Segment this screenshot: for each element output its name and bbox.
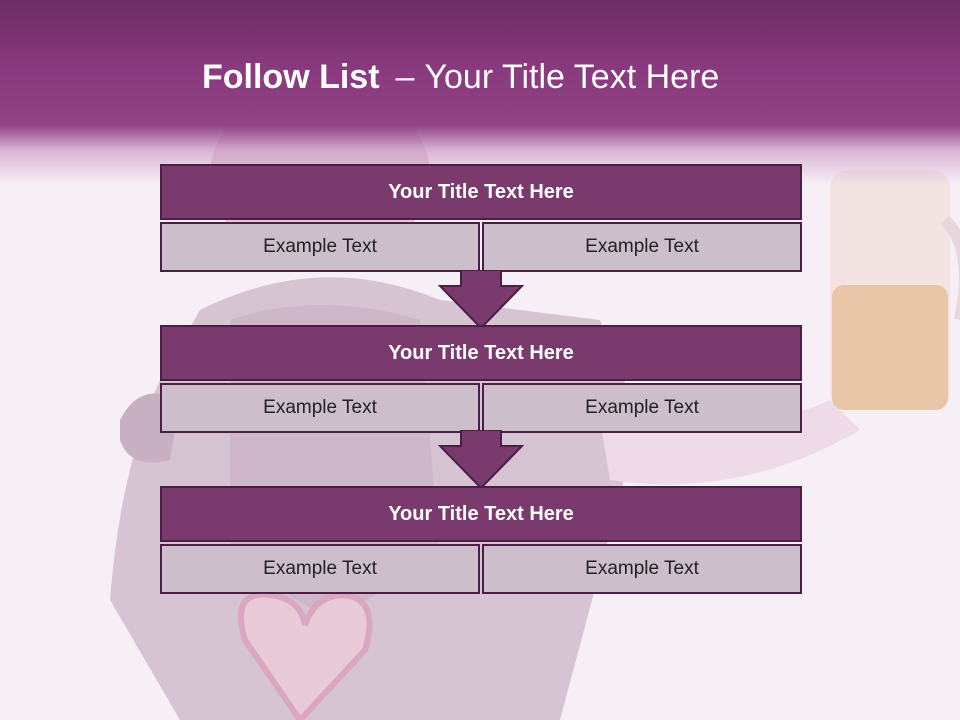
down-arrow-icon (438, 430, 524, 490)
title-main: Follow List (202, 58, 380, 96)
title-band (0, 0, 960, 185)
list-block-2: Your Title Text Here Example Text Exampl… (160, 325, 802, 433)
block-title: Your Title Text Here (160, 164, 802, 220)
block-row: Example Text Example Text (160, 222, 802, 272)
block-row: Example Text Example Text (160, 544, 802, 594)
block-title: Your Title Text Here (160, 486, 802, 542)
block-cell-right: Example Text (482, 544, 802, 594)
block-cell-right: Example Text (482, 383, 802, 433)
block-cell-left: Example Text (160, 222, 480, 272)
title-sub: Your Title Text Here (424, 58, 720, 96)
title-separator: – (395, 58, 415, 96)
block-row: Example Text Example Text (160, 383, 802, 433)
list-block-3: Your Title Text Here Example Text Exampl… (160, 486, 802, 594)
block-title: Your Title Text Here (160, 325, 802, 381)
block-cell-left: Example Text (160, 544, 480, 594)
block-cell-left: Example Text (160, 383, 480, 433)
down-arrow-icon (438, 270, 524, 330)
block-cell-right: Example Text (482, 222, 802, 272)
slide-title: Follow List–Your Title Text Here (202, 55, 719, 99)
list-block-1: Your Title Text Here Example Text Exampl… (160, 164, 802, 272)
